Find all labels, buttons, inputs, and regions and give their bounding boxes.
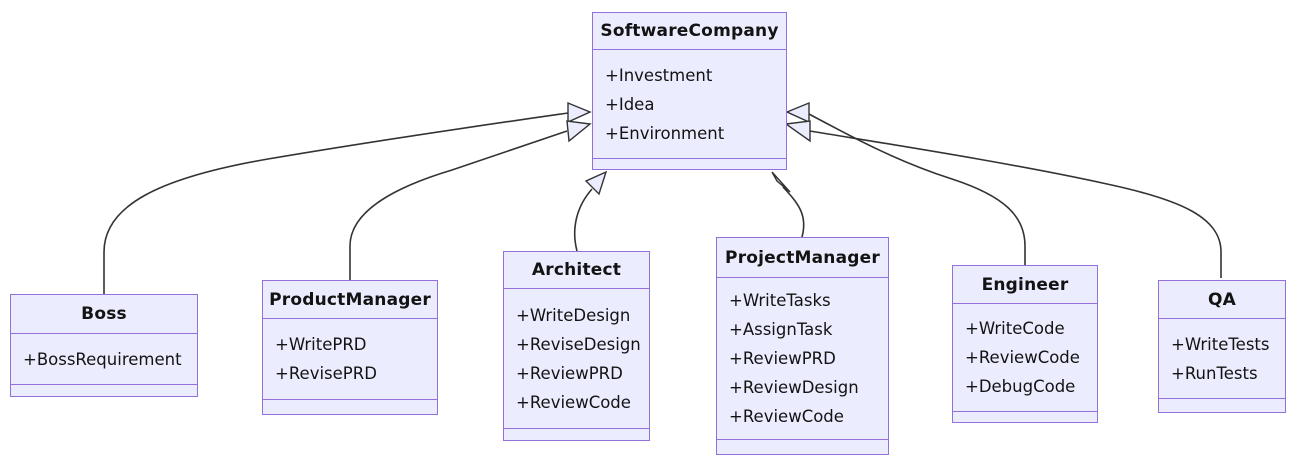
class-member: +DebugCode xyxy=(965,377,1076,396)
class-member: +RevisePRD xyxy=(275,364,377,383)
class-member-list: +WriteDesign +ReviseDesign +ReviewPRD +Revi… xyxy=(504,289,649,428)
class-node-softwarecompany: SoftwareCompany +Investment +Idea +Environm… xyxy=(592,12,787,170)
class-node-qa: QA +WriteTests +RunTests xyxy=(1158,280,1286,413)
class-methods-empty xyxy=(1159,398,1285,412)
class-title: ProductManager xyxy=(263,281,437,319)
class-member-list: +WriteTests +RunTests xyxy=(1159,319,1285,398)
class-member: +ReviewDesign xyxy=(729,378,859,397)
class-member: +WriteDesign xyxy=(516,305,631,325)
inheritance-arrowhead-icon xyxy=(785,101,810,124)
class-member: +Investment xyxy=(605,65,713,85)
class-methods-empty xyxy=(593,158,786,169)
class-member: +AssignTask xyxy=(729,320,833,339)
class-member-list: +Investment +Idea +Environment xyxy=(593,50,786,158)
class-methods-empty xyxy=(263,399,437,414)
class-title: ProjectManager xyxy=(717,238,888,278)
class-member: +Environment xyxy=(605,123,725,143)
class-node-projectmanager: ProjectManager +WriteTasks +AssignTask +Rev… xyxy=(716,237,889,455)
edge-boss-to-softwarecompany-inheritance xyxy=(103,112,569,294)
class-methods-empty xyxy=(717,439,888,454)
class-member: +ReviseDesign xyxy=(516,334,641,354)
inheritance-arrowhead-icon xyxy=(771,171,791,193)
class-member: +WritePRD xyxy=(275,335,367,354)
class-methods-empty xyxy=(953,411,1097,422)
class-methods-empty xyxy=(504,428,649,440)
class-member: +RunTests xyxy=(1171,363,1258,383)
class-title: SoftwareCompany xyxy=(593,13,786,50)
class-member: +WriteTests xyxy=(1171,334,1270,354)
class-member: +Idea xyxy=(605,94,655,114)
class-title: Engineer xyxy=(953,266,1097,304)
class-member-list: +WriteTasks +AssignTask +ReviewPRD +ReviewD… xyxy=(717,278,888,439)
class-member: +WriteCode xyxy=(965,319,1065,338)
class-methods-empty xyxy=(11,384,197,396)
edge-projectmanager-to-softwarecompany-inheritance xyxy=(782,186,805,238)
class-member: +ReviewCode xyxy=(516,392,631,412)
class-member-list: +WritePRD +RevisePRD xyxy=(263,319,437,399)
inheritance-arrowhead-icon xyxy=(567,101,592,124)
class-member: +WriteTasks xyxy=(729,291,831,310)
inheritance-arrowhead-icon xyxy=(584,170,608,196)
class-member: +ReviewCode xyxy=(965,348,1080,367)
class-member-list: +WriteCode +ReviewCode +DebugCode xyxy=(953,304,1097,411)
inheritance-arrowhead-icon xyxy=(566,120,592,143)
class-member: +ReviewPRD xyxy=(516,363,623,383)
class-member: +ReviewCode xyxy=(729,407,844,426)
class-node-engineer: Engineer +WriteCode +ReviewCode +DebugCode xyxy=(952,265,1098,423)
edge-architect-to-softwarecompany-inheritance xyxy=(573,188,593,252)
class-node-boss: Boss +BossRequirement xyxy=(10,294,198,397)
class-node-architect: Architect +WriteDesign +ReviseDesign +Revie… xyxy=(503,251,650,441)
class-title: Boss xyxy=(11,295,197,334)
inheritance-arrowhead-icon xyxy=(784,120,811,143)
class-title: QA xyxy=(1159,281,1285,319)
class-title: Architect xyxy=(504,252,649,289)
class-node-productmanager: ProductManager +WritePRD +RevisePRD xyxy=(262,280,438,415)
class-member: +BossRequirement xyxy=(23,349,182,369)
class-member-list: +BossRequirement xyxy=(11,334,197,384)
class-member: +ReviewPRD xyxy=(729,349,836,368)
